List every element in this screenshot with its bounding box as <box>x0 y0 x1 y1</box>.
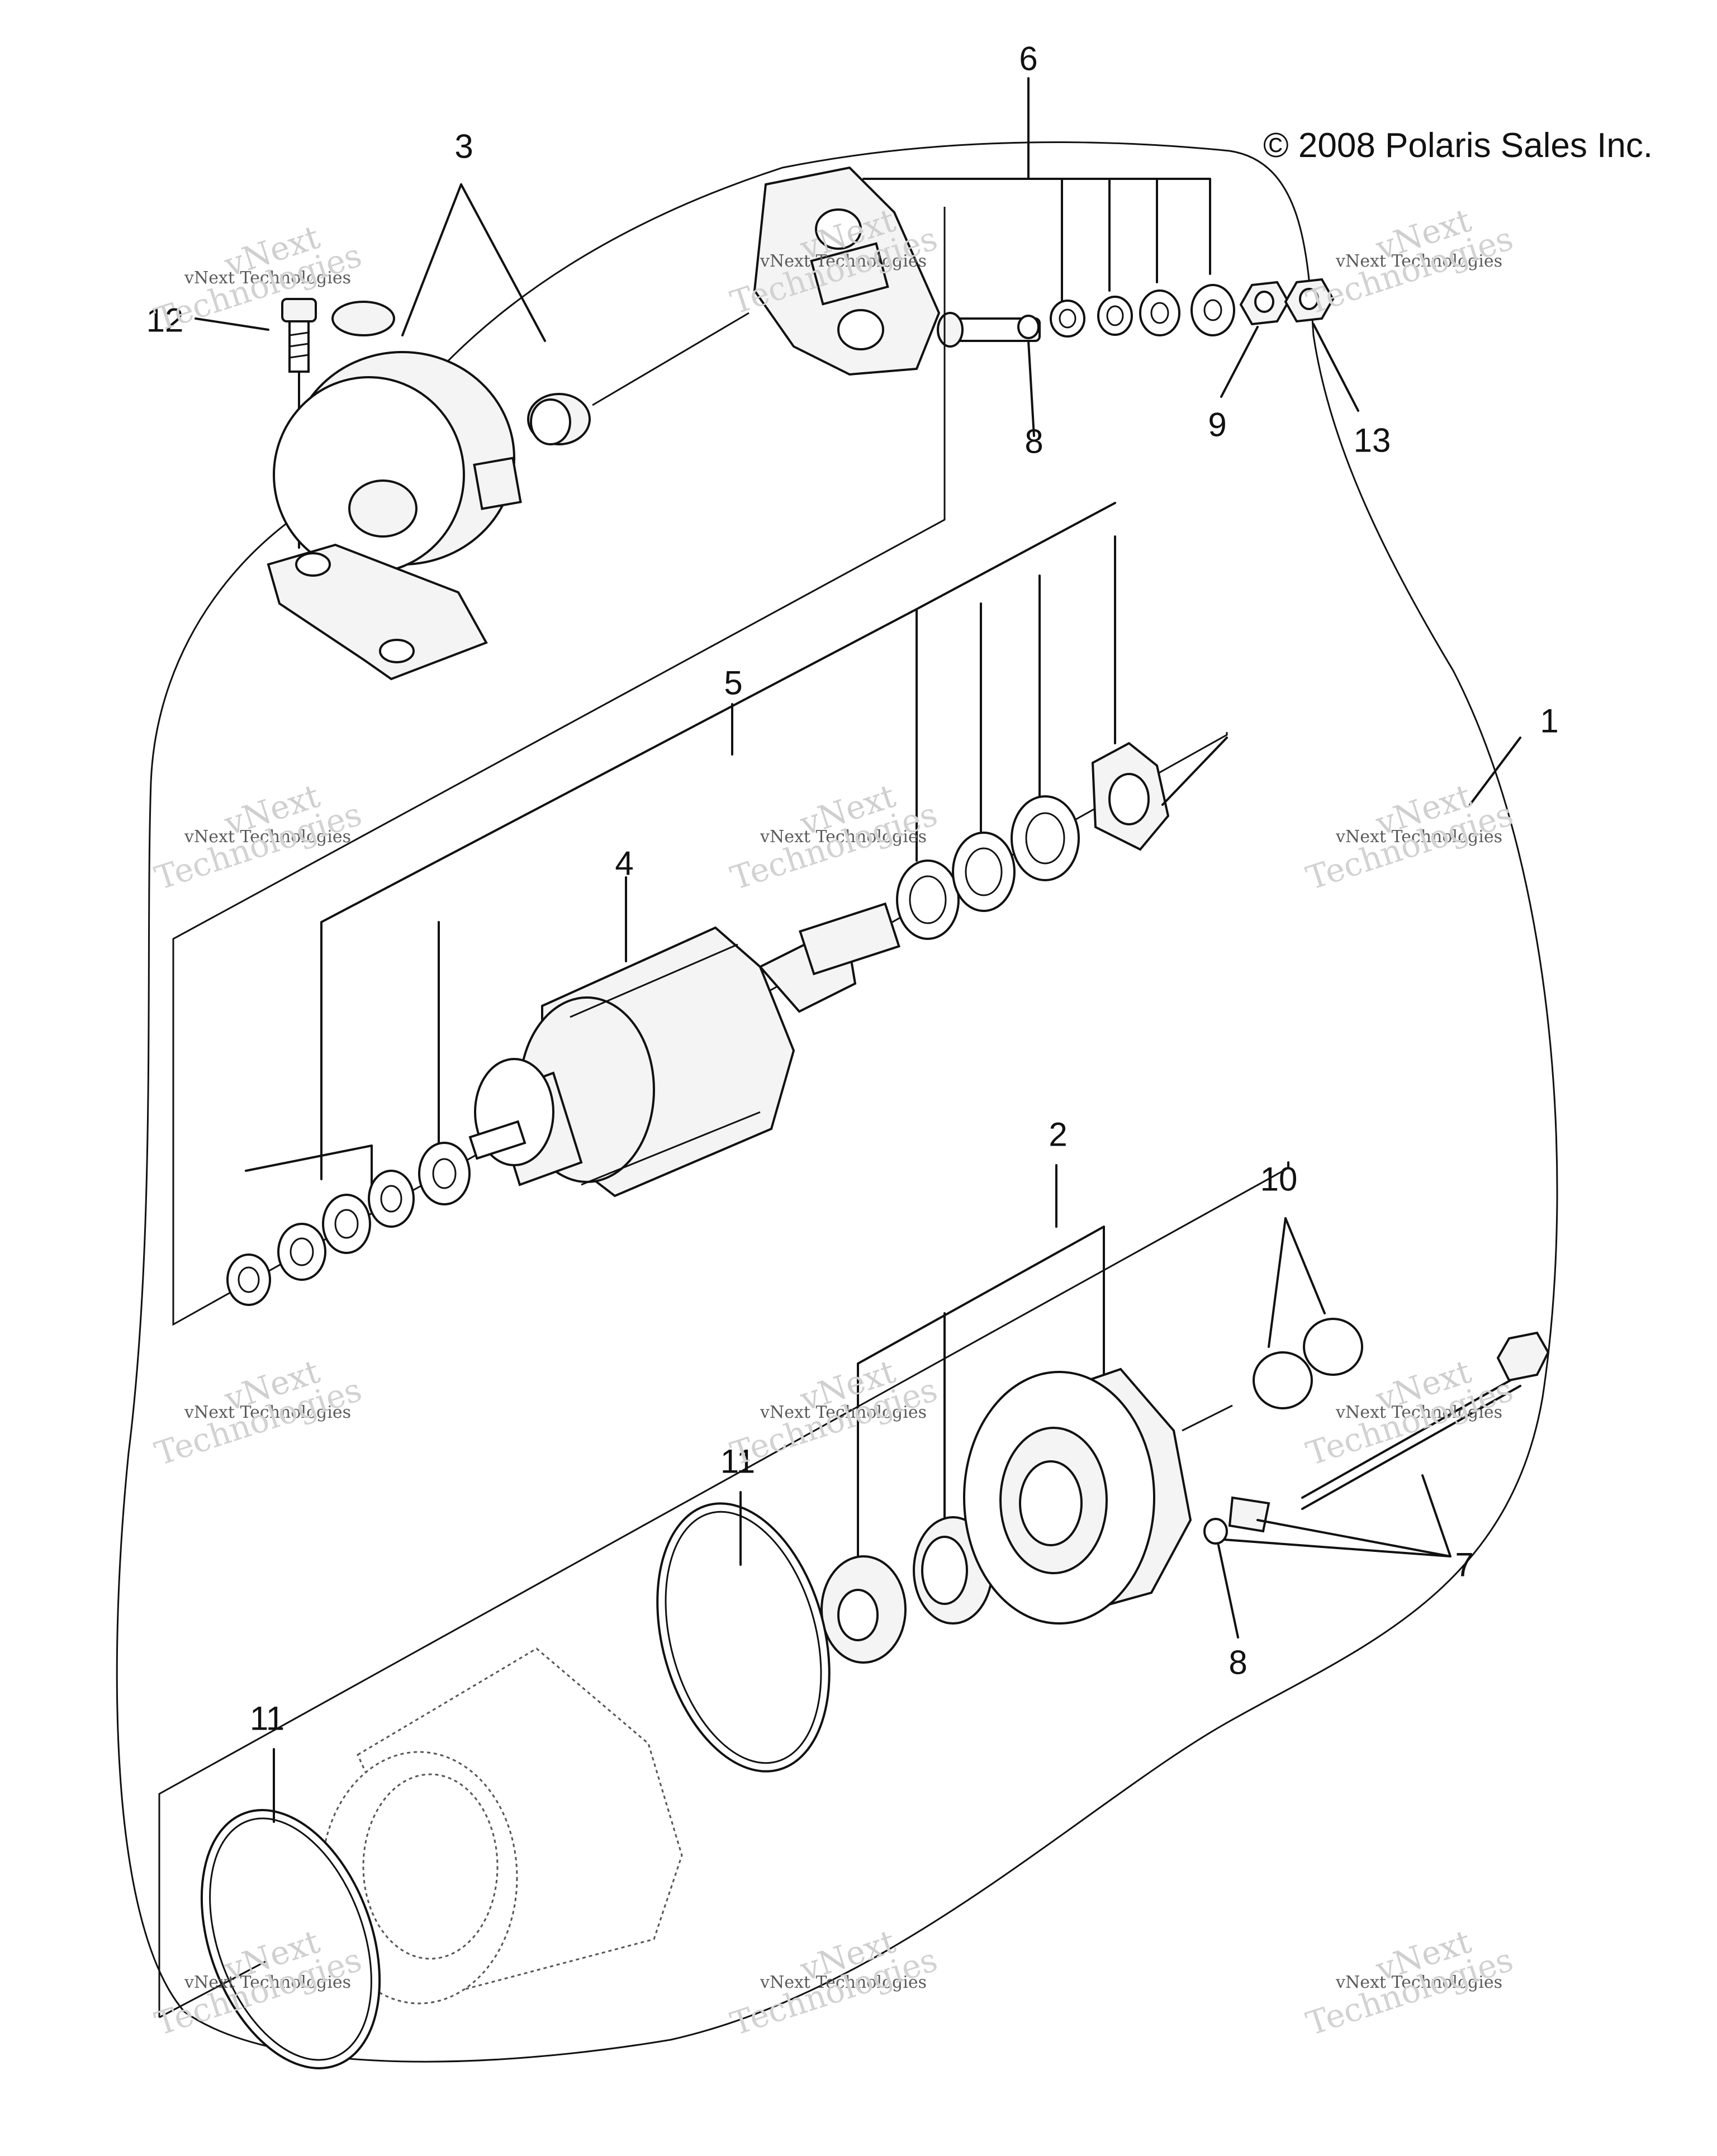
callout-2: 2 <box>1049 1115 1068 1153</box>
brush-holder-6 <box>753 166 1041 376</box>
bushing-3 <box>527 393 591 445</box>
leader-8a <box>1027 340 1035 437</box>
front-bracket-tab <box>1182 1404 1233 1432</box>
o-ring-8-top <box>1017 315 1040 339</box>
callout-3: 3 <box>454 127 473 165</box>
nut-13 <box>1284 278 1335 323</box>
callout-8-top: 8 <box>1024 422 1044 460</box>
housing-guide <box>159 1960 266 2019</box>
seals-10 <box>1253 1318 1363 1409</box>
washers-5-left <box>226 1142 471 1306</box>
callout-11-low: 11 <box>249 1699 285 1737</box>
leader-3a <box>401 183 462 336</box>
leader-8b <box>1217 1544 1239 1639</box>
leader-12 <box>195 317 269 331</box>
leader-10a <box>1268 1217 1287 1348</box>
o-ring-11-low <box>200 1809 381 2069</box>
bracket-6 <box>862 167 1211 306</box>
callout-13: 13 <box>1353 421 1391 459</box>
bracket-5-right-tab <box>1161 737 1228 806</box>
nut-9 <box>1239 281 1290 326</box>
callout-8-bottom: 8 <box>1229 1644 1248 1682</box>
bushing-to-brush-line <box>592 312 750 406</box>
through-bolt-7 <box>1228 1331 1550 1533</box>
callout-9: 9 <box>1208 406 1227 444</box>
callout-7: 7 <box>1455 1546 1474 1584</box>
front-bracket-2 <box>963 1367 1192 1625</box>
leader-7 <box>1223 1474 1452 1557</box>
leader-3b <box>460 183 546 342</box>
o-ring-8-bottom <box>1203 1518 1228 1545</box>
callout-10: 10 <box>1260 1160 1298 1198</box>
brush-group-box <box>172 207 1228 1326</box>
end-cover-3 <box>267 301 522 681</box>
copyright-notice: © 2008 Polaris Sales Inc. <box>1263 126 1653 165</box>
bracket-2 <box>857 1200 1105 1583</box>
callout-6: 6 <box>1019 40 1038 78</box>
callout-5: 5 <box>724 664 743 702</box>
callout-12: 12 <box>146 301 184 339</box>
leader-10b <box>1284 1217 1326 1314</box>
o-ring-11-mid <box>656 1502 831 1773</box>
callout-11-mid: 11 <box>720 1442 756 1480</box>
callout-1: 1 <box>1540 702 1559 740</box>
washers-5-right <box>896 742 1170 940</box>
leader-1 <box>1469 737 1521 806</box>
assembly-outline <box>116 141 1558 2063</box>
leader-9 <box>1220 326 1259 398</box>
leader-13 <box>1312 323 1359 412</box>
washers-6 <box>1050 284 1235 338</box>
bearing-2 <box>820 1555 907 1664</box>
callout-4: 4 <box>615 844 634 882</box>
armature-4 <box>468 902 900 1198</box>
bracket-5-lower <box>245 1145 373 1191</box>
